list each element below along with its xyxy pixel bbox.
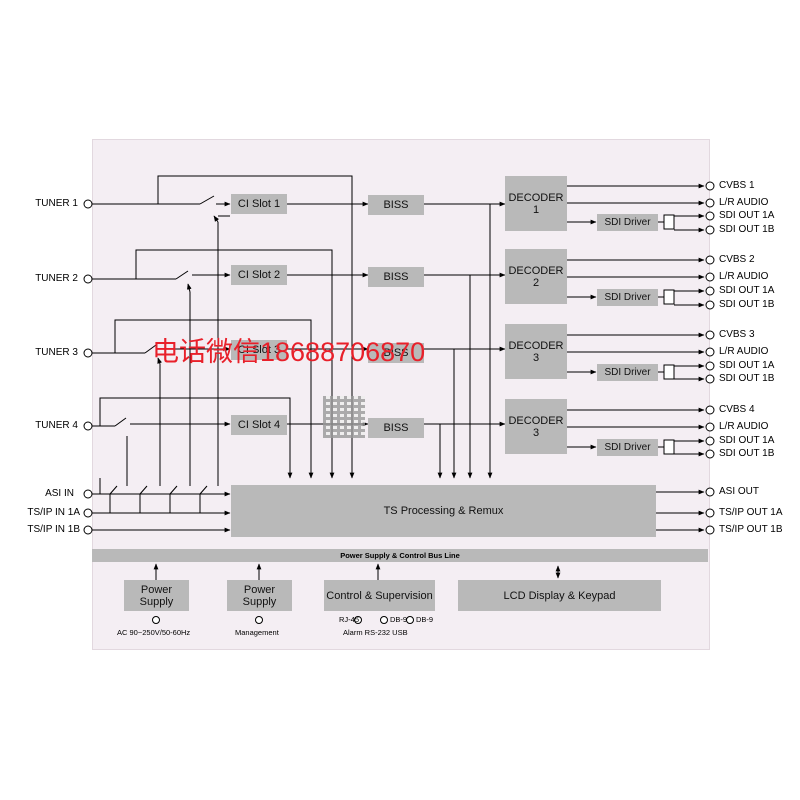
management-label: Management	[235, 628, 279, 637]
sdi-driver-2: SDI Driver	[597, 289, 658, 306]
sdi-driver-3: SDI Driver	[597, 364, 658, 381]
input-asi-label: ASI IN	[45, 488, 74, 499]
input-tuner-2-label: TUNER 2	[35, 273, 78, 284]
output-ch4-sdi-a: SDI OUT 1A	[719, 435, 775, 446]
ci-slot-2: CI Slot 2	[231, 265, 287, 285]
output-ch4-sdi-b: SDI OUT 1B	[719, 448, 775, 459]
output-ch3-sdi-b: SDI OUT 1B	[719, 373, 775, 384]
input-tuner-3-label: TUNER 3	[35, 347, 78, 358]
output-tsip-1a-label: TS/IP OUT 1A	[719, 507, 783, 518]
decoder-4-number: 3	[532, 426, 540, 439]
ts-processing-block: TS Processing & Remux	[231, 485, 656, 537]
sdi-driver-1: SDI Driver	[597, 214, 658, 231]
output-ch1-audio: L/R AUDIO	[719, 197, 769, 208]
input-tsip-1b-label: TS/IP IN 1B	[27, 524, 80, 535]
ci-slot-4: CI Slot 4	[231, 415, 287, 435]
decoder-2-number: 2	[532, 276, 540, 289]
power-supply-management-block: Power Supply	[227, 580, 292, 611]
ac-input-label: AC 90~250V/50-60Hz	[117, 628, 191, 637]
output-ch3-cvbs: CVBS 3	[719, 329, 755, 340]
output-ch1-cvbs: CVBS 1	[719, 180, 755, 191]
biss-block-1: BISS	[368, 195, 424, 215]
decoder-1-title: DECODER	[508, 191, 564, 204]
output-ch4-cvbs: CVBS 4	[719, 404, 755, 415]
biss-block-2: BISS	[368, 267, 424, 287]
input-tsip-1a-label: TS/IP IN 1A	[27, 507, 80, 518]
output-ch4-audio: L/R AUDIO	[719, 421, 769, 432]
port-db9-label-1: DB-9	[390, 615, 408, 624]
biss-block-3: BISS	[368, 343, 424, 363]
power-supply-block: Power Supply	[124, 580, 189, 611]
port-rj45-label: RJ-45	[339, 615, 360, 624]
sdi-driver-4: SDI Driver	[597, 439, 658, 456]
output-ch2-sdi-a: SDI OUT 1A	[719, 285, 775, 296]
ci-slot-1: CI Slot 1	[231, 194, 287, 214]
decoder-2: DECODER 2	[505, 249, 567, 304]
output-ch1-sdi-a: SDI OUT 1A	[719, 210, 775, 221]
decoder-3-title: DECODER	[508, 339, 564, 352]
output-ch2-audio: L/R AUDIO	[719, 271, 769, 282]
decoder-4: DECODER 3	[505, 399, 567, 454]
output-asi-label: ASI OUT	[719, 486, 760, 497]
output-ch1-sdi-b: SDI OUT 1B	[719, 224, 775, 235]
output-ch3-audio: L/R AUDIO	[719, 346, 769, 357]
input-tuner-1-label: TUNER 1	[35, 198, 78, 209]
decoder-1: DECODER 1	[505, 176, 567, 231]
port-db9-label-2: DB-9	[416, 615, 434, 624]
output-ch2-cvbs: CVBS 2	[719, 254, 755, 265]
power-control-bus: Power Supply & Control Bus Line	[92, 549, 708, 562]
output-ch3-sdi-a: SDI OUT 1A	[719, 360, 775, 371]
output-tsip-1b-label: TS/IP OUT 1B	[719, 524, 783, 535]
output-ch2-sdi-b: SDI OUT 1B	[719, 299, 775, 310]
decoder-4-title: DECODER	[508, 414, 564, 427]
ci-slot-3: CI Slot 3	[231, 340, 287, 360]
control-supervision-block: Control & Supervision	[324, 580, 435, 611]
input-tuner-4-label: TUNER 4	[35, 420, 78, 431]
decoder-3: DECODER 3	[505, 324, 567, 379]
decoder-2-title: DECODER	[508, 264, 564, 277]
decoder-1-number: 1	[532, 203, 540, 216]
qr-code-image	[323, 396, 365, 438]
decoder-3-number: 3	[532, 351, 540, 364]
alarm-port-caption: Alarm RS-232 USB	[343, 628, 408, 637]
biss-block-4: BISS	[368, 418, 424, 438]
lcd-keypad-block: LCD Display & Keypad	[458, 580, 661, 611]
watermark-text: 电话微信18688706870	[152, 337, 426, 367]
